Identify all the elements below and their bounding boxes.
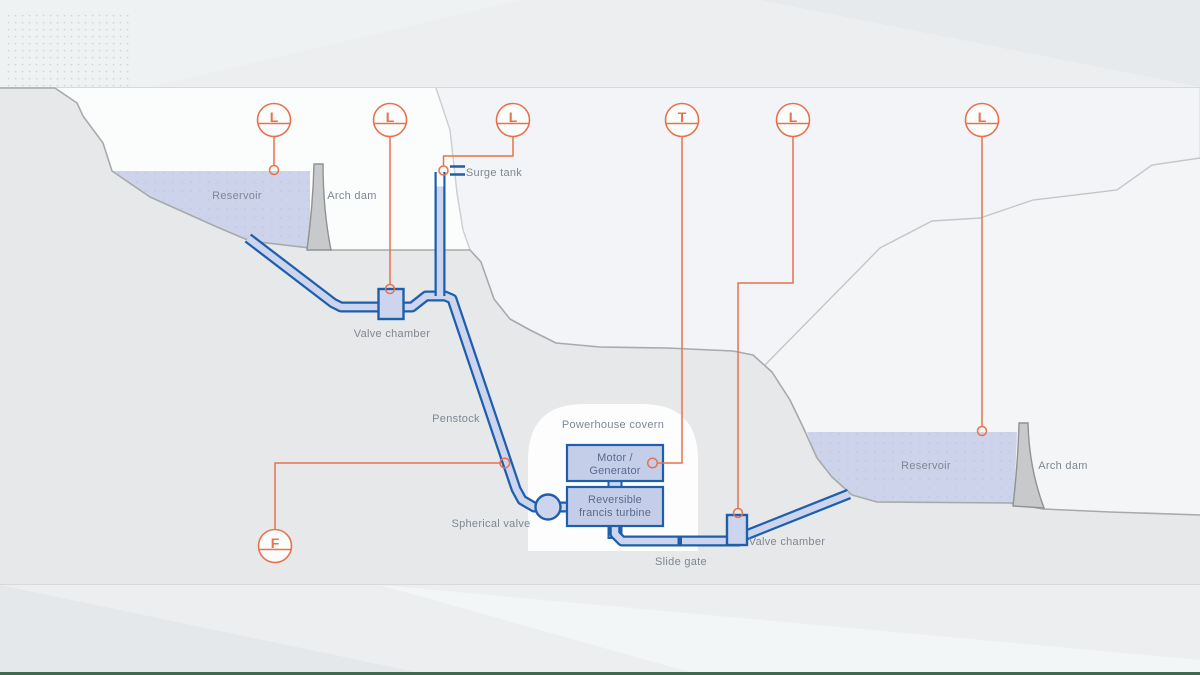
motor-generator-label-line2: Generator bbox=[589, 465, 640, 477]
lower-valve-chamber bbox=[725, 513, 749, 547]
upper-reservoir-label: Reservoir bbox=[212, 190, 262, 202]
sky-region bbox=[436, 88, 1200, 365]
sensor-letter: L bbox=[270, 109, 279, 125]
upper-valve-chamber-label: Valve chamber bbox=[354, 328, 430, 340]
powerhouse-label: Powerhouse covern bbox=[562, 419, 664, 431]
leader-level-surge-tank bbox=[442, 137, 514, 166]
lower-reservoir-water bbox=[807, 432, 1017, 505]
level-sensor-icon: L bbox=[372, 102, 408, 138]
right-mountain-profile bbox=[764, 157, 1200, 366]
tap-lower-valve-chamber bbox=[732, 507, 744, 519]
lower-arch-dam-label: Arch dam bbox=[1038, 460, 1087, 472]
tap-upper-valve-chamber bbox=[384, 283, 396, 295]
spherical-valve-label: Spherical valve bbox=[451, 518, 530, 530]
terrain-surface-line bbox=[0, 87, 1200, 516]
surge-tank-top-marks bbox=[450, 165, 465, 176]
sensor-letter: T bbox=[678, 109, 687, 125]
upper-arch-dam-label: Arch dam bbox=[327, 190, 376, 202]
sensor-letter: F bbox=[271, 535, 280, 551]
tap-upper-reservoir bbox=[268, 164, 280, 176]
upper-reservoir-water bbox=[112, 171, 310, 249]
tap-generator bbox=[646, 457, 659, 469]
surge-tank bbox=[434, 165, 465, 296]
flow-sensor-icon: F bbox=[257, 528, 293, 564]
motor-generator-box bbox=[565, 443, 665, 483]
tap-penstock bbox=[499, 457, 511, 469]
terrain bbox=[0, 88, 1200, 584]
sensor-leader-lines bbox=[273, 137, 983, 529]
lower-valve-chamber-label: Valve chamber bbox=[749, 536, 825, 548]
level-sensor-icon: L bbox=[495, 102, 531, 138]
level-sensor-icon: L bbox=[256, 102, 292, 138]
slide-gate-label: Slide gate bbox=[655, 556, 707, 568]
sensor-letter: L bbox=[386, 109, 395, 125]
bottom-accent-bar bbox=[0, 672, 1200, 675]
sensor-letter: L bbox=[509, 109, 518, 125]
surge-tank-water-level bbox=[436, 172, 444, 187]
lower-arch-dam bbox=[1012, 422, 1046, 509]
background-ridge-line bbox=[435, 87, 471, 251]
instrument-bubbles: L L L T L L F bbox=[256, 102, 1000, 564]
tap-lower-reservoir bbox=[976, 425, 988, 437]
spherical-valve bbox=[534, 493, 562, 521]
bg-shard bbox=[0, 585, 430, 675]
sensor-letter: L bbox=[978, 109, 987, 125]
turbine-label-line2: francis turbine bbox=[579, 507, 651, 519]
turbine-box bbox=[565, 485, 665, 528]
bg-shard bbox=[760, 0, 1200, 87]
level-sensor-icon: L bbox=[775, 102, 811, 138]
leader-flow-penstock bbox=[274, 462, 500, 529]
motor-generator-label-line1: Motor / bbox=[597, 452, 633, 464]
tap-surge-tank bbox=[438, 165, 449, 176]
slide-gate bbox=[677, 535, 682, 547]
leader-temp-generator bbox=[657, 137, 683, 464]
bg-shard bbox=[380, 585, 1200, 675]
sensor-letter: L bbox=[789, 109, 798, 125]
lower-reservoir-label: Reservoir bbox=[901, 460, 951, 472]
level-sensor-icon: L bbox=[964, 102, 1000, 138]
leader-level-lower-valve-chamber bbox=[737, 137, 794, 508]
turbine-label-line1: Reversible bbox=[588, 494, 642, 506]
sensor-tap-points bbox=[268, 164, 988, 519]
temperature-sensor-icon: T bbox=[664, 102, 700, 138]
upper-arch-dam bbox=[306, 163, 332, 251]
penstock-label: Penstock bbox=[432, 413, 480, 425]
surge-tank-label: Surge tank bbox=[466, 167, 522, 179]
